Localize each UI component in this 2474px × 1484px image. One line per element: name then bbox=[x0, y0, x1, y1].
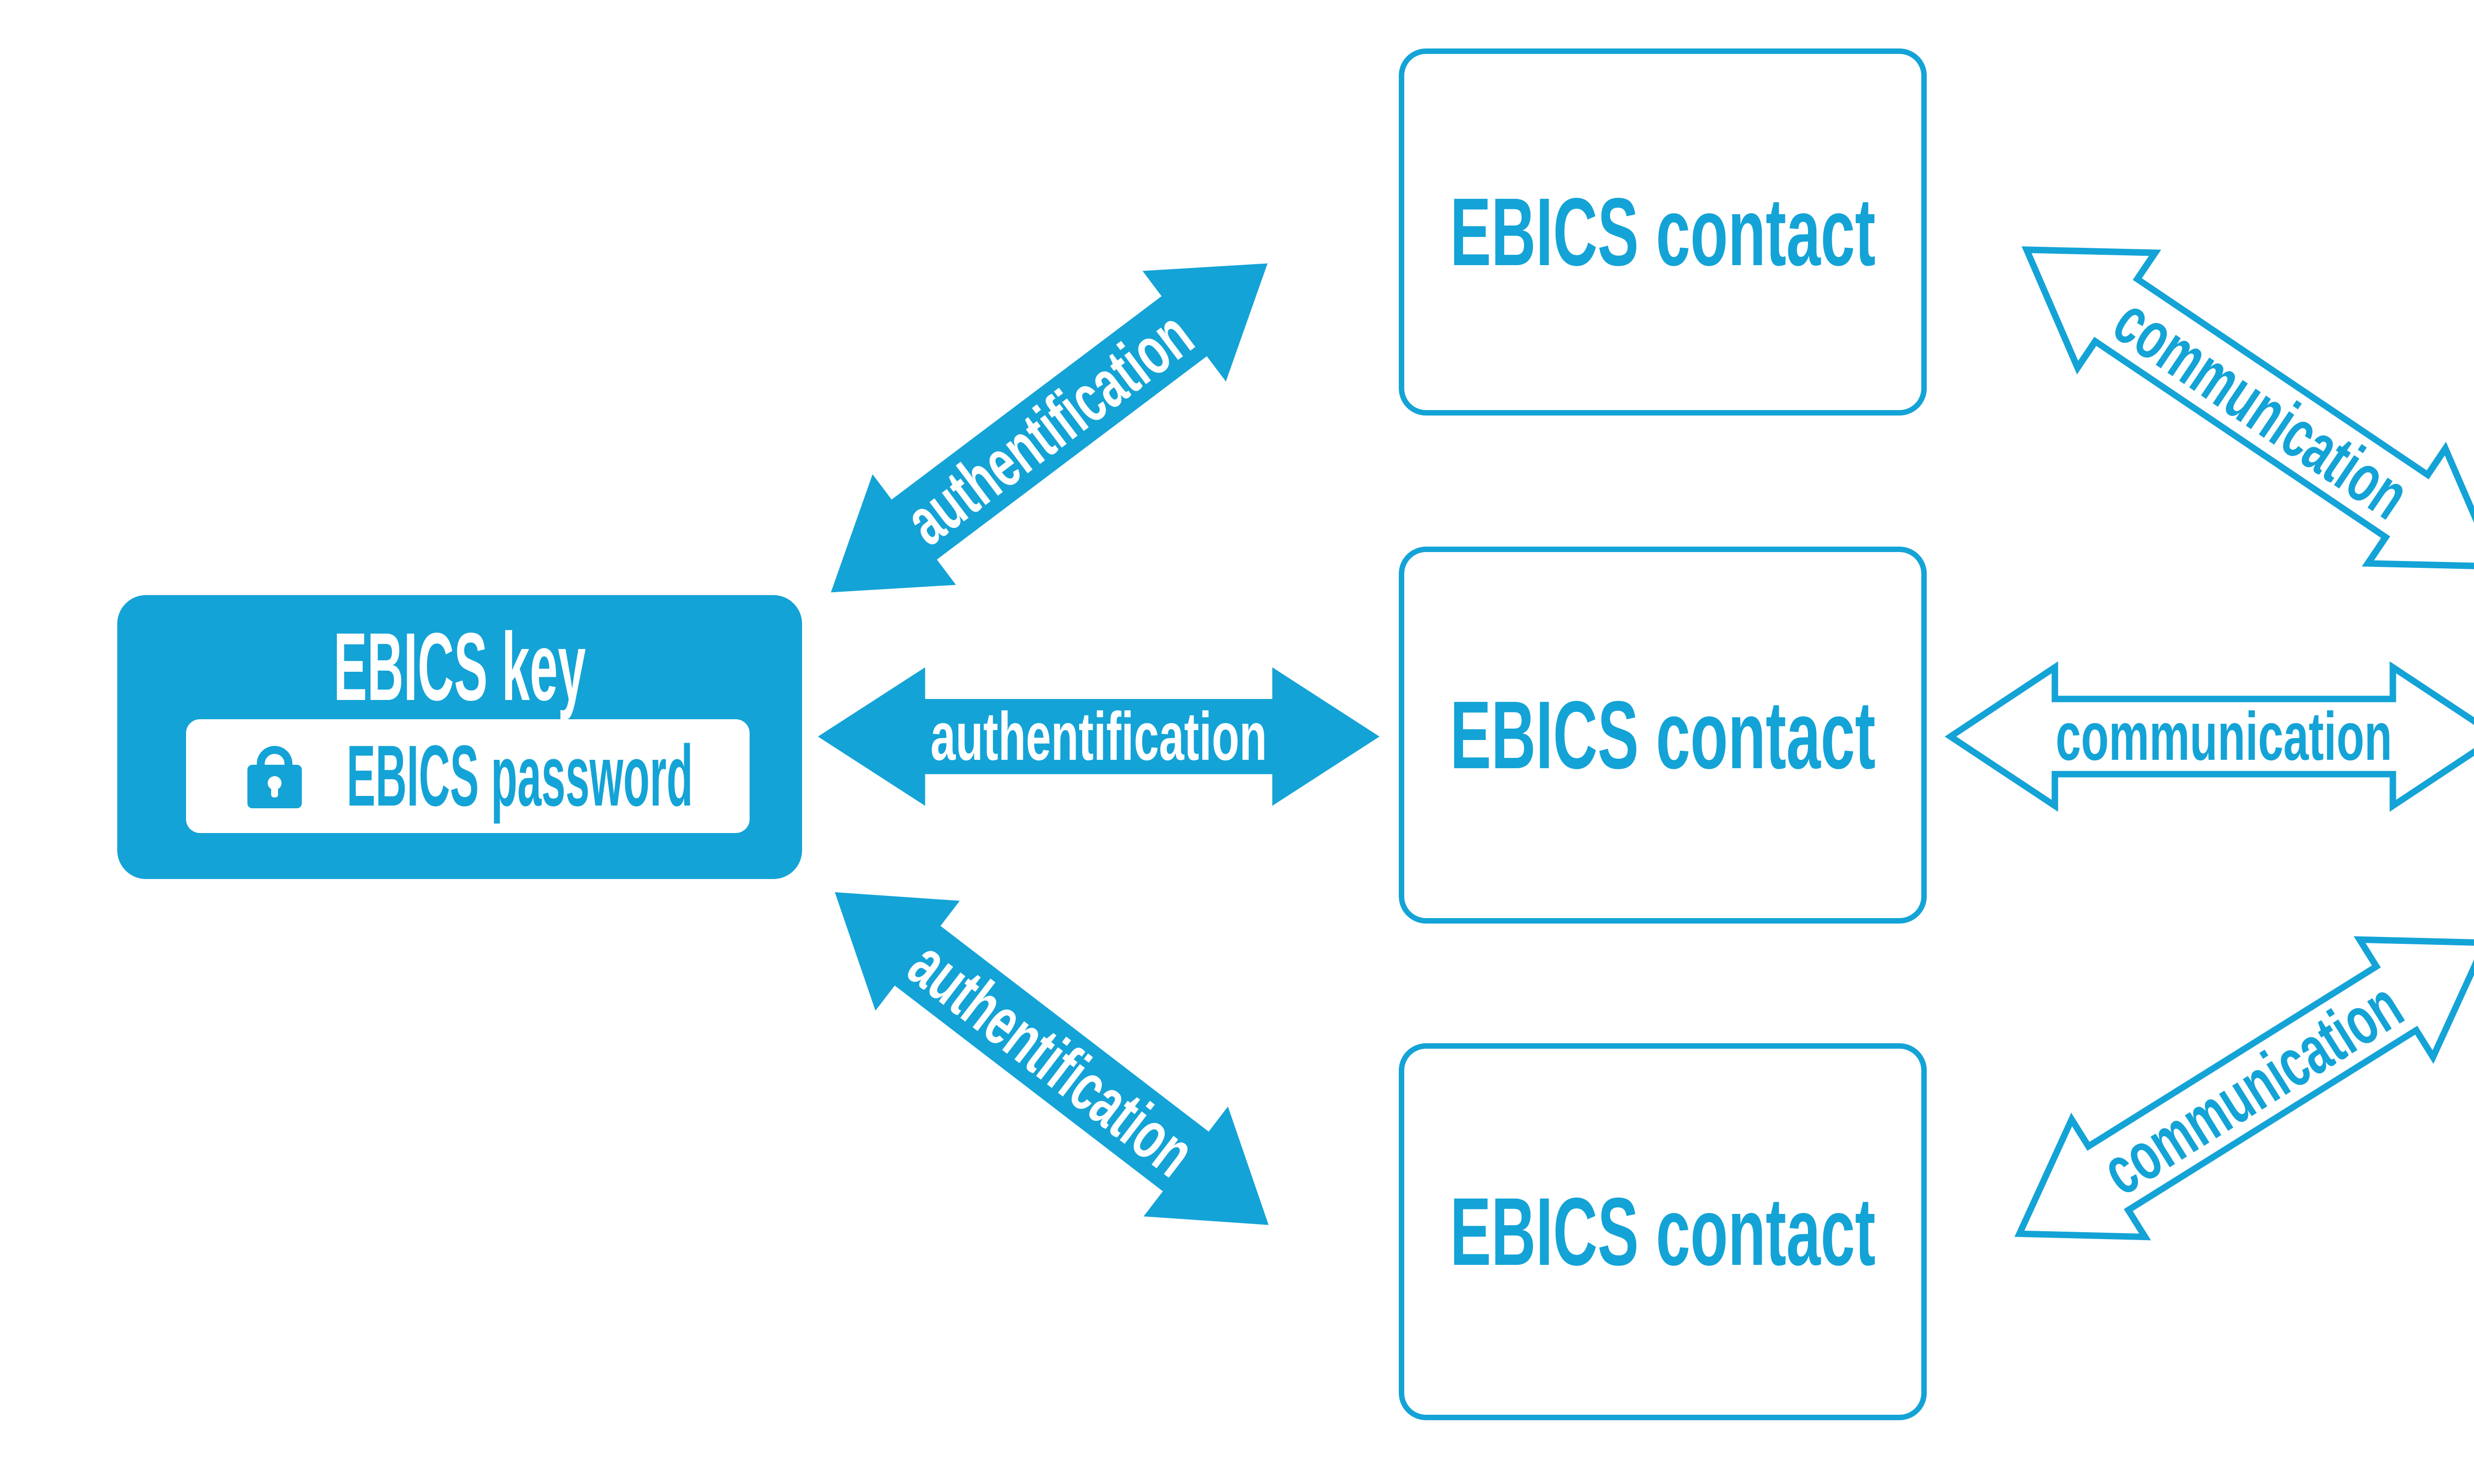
ebics-contact-box-bottom: EBICS contact bbox=[1399, 1043, 1927, 1420]
arrow-label: communication bbox=[2101, 282, 2423, 534]
ebics-key-title: EBICS key bbox=[333, 613, 586, 721]
arrow-label-text: communication bbox=[2056, 698, 2392, 775]
communication-arrow-top: communication bbox=[1985, 188, 2474, 628]
arrow-label: authentification bbox=[895, 926, 1208, 1191]
ebics-contact-label: EBICS contact bbox=[1450, 681, 1876, 789]
communication-arrow-bottom: communication bbox=[1980, 880, 2474, 1297]
arrow-label: communication bbox=[2056, 698, 2392, 775]
arrow-label-text: authentification bbox=[895, 926, 1208, 1191]
communication-arrow-middle: communication bbox=[1945, 661, 2474, 812]
authentification-arrow-top: authentification bbox=[786, 204, 1312, 652]
arrow-label-text: authentification bbox=[931, 698, 1267, 775]
arrow-label: communication bbox=[2090, 967, 2415, 1210]
arrow-label-text: communication bbox=[2101, 282, 2423, 534]
ebics-password-chip: EBICS password bbox=[186, 719, 750, 833]
ebics-contact-box-top: EBICS contact bbox=[1399, 48, 1927, 416]
lock-icon bbox=[247, 746, 302, 808]
ebics-key-title-text: EBICS key bbox=[333, 613, 586, 721]
contact-label-text: EBICS contact bbox=[1450, 178, 1876, 286]
double-arrow-icon bbox=[831, 263, 1268, 593]
ebics-password-text: EBICS password bbox=[347, 728, 693, 825]
ebics-contact-box-middle: EBICS contact bbox=[1399, 547, 1927, 924]
arrow-label-text: authentification bbox=[892, 296, 1207, 559]
arrow-label: authentification bbox=[931, 698, 1267, 775]
ebics-key-box: EBICS key EBICS password bbox=[117, 595, 802, 879]
double-arrow-icon bbox=[835, 892, 1269, 1225]
double-arrow-icon bbox=[2014, 936, 2474, 1241]
contact-label-text: EBICS contact bbox=[1450, 681, 1876, 789]
double-arrow-icon bbox=[818, 667, 1380, 806]
authentification-arrow-bottom: authentification bbox=[790, 834, 1314, 1284]
authentification-arrow-middle: authentification bbox=[818, 662, 1380, 811]
ebics-contact-label: EBICS contact bbox=[1450, 1178, 1876, 1286]
arrow-label: authentification bbox=[892, 296, 1207, 559]
ebics-contact-label: EBICS contact bbox=[1450, 178, 1876, 286]
contact-label-text: EBICS contact bbox=[1450, 1178, 1876, 1286]
double-arrow-icon bbox=[2021, 246, 2474, 570]
double-arrow-icon bbox=[1945, 661, 2474, 812]
ebics-password-label: EBICS password bbox=[347, 728, 693, 825]
arrow-label-text: communication bbox=[2090, 967, 2415, 1210]
